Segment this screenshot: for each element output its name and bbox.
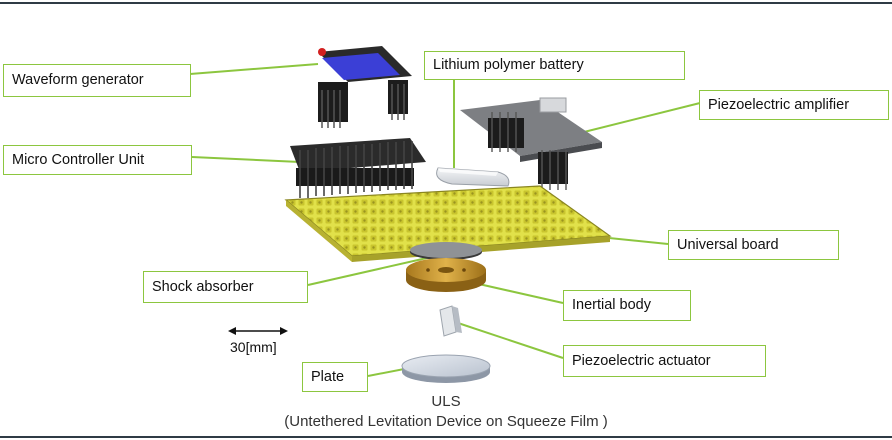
inertial-body-illustration [406, 258, 486, 292]
scale-bar-arrow [228, 327, 288, 335]
piezo-actuator-illustration [439, 305, 462, 337]
plate-illustration [401, 354, 491, 383]
label-shock-absorber: Shock absorber [143, 271, 308, 303]
label-micro-controller-unit: Micro Controller Unit [3, 145, 192, 175]
label-universal-board: Universal board [668, 230, 839, 260]
leader-piezo-actuator [454, 321, 564, 359]
caption-title: ULS [431, 393, 461, 410]
waveform-generator-illustration [318, 46, 412, 128]
battery-illustration [436, 167, 510, 187]
caption-subtitle: (Untethered Levitation Device on Squeeze… [284, 413, 608, 430]
label-piezoelectric-actuator: Piezoelectric actuator [563, 345, 766, 377]
leader-shock-absorber [307, 254, 441, 286]
label-waveform-generator: Waveform generator [3, 64, 191, 97]
top-border [0, 2, 892, 4]
leader-waveform [189, 63, 319, 75]
label-inertial-body: Inertial body [563, 290, 691, 321]
mcu-illustration [290, 138, 426, 198]
shock-absorber-illustration [410, 242, 482, 260]
scale-bar-label: 30[mm] [230, 339, 277, 355]
leader-inertial-body [469, 281, 564, 304]
label-plate: Plate [302, 362, 368, 392]
leader-amplifier [579, 102, 701, 134]
label-piezoelectric-amplifier: Piezoelectric amplifier [699, 90, 889, 120]
bottom-border [0, 436, 892, 438]
piezoelectric-amplifier-illustration [460, 97, 602, 190]
leader-mcu [191, 156, 301, 163]
label-lithium-polymer-battery: Lithium polymer battery [424, 51, 685, 80]
